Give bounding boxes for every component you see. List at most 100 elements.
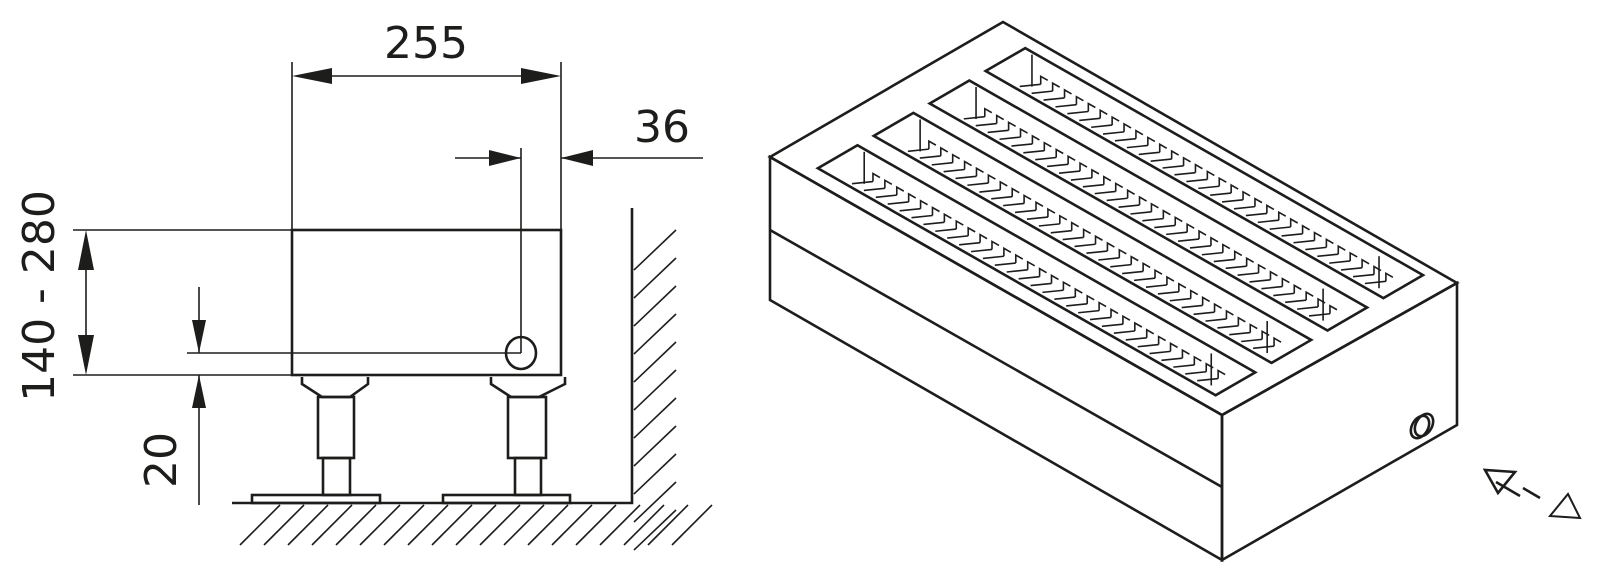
fin-edge [1266,204,1275,214]
fin-edge [1075,95,1084,105]
fin [1042,289,1064,294]
fin [1193,311,1215,316]
arrow-head-left [292,68,332,84]
hatch-line [633,313,677,355]
arrow-head-right [521,68,561,84]
fin-edge [1257,263,1266,273]
fin [1113,330,1135,334]
hatch-line [335,504,377,546]
fin-edge [1038,267,1047,277]
foot-label: 20 [136,432,187,488]
hatch-line [633,341,677,383]
fin [1133,277,1156,282]
fin [975,122,997,127]
fin [1125,336,1147,341]
fin [987,129,1009,134]
grille-slots [815,46,1426,397]
fin-edge [1273,336,1282,347]
fin-edge [1193,355,1202,365]
fin [1173,364,1195,368]
fin [1074,243,1096,248]
fin-edge [1142,262,1151,272]
fin [875,194,897,199]
fin [1297,306,1319,310]
fin [1261,285,1283,290]
fin-edge [1206,170,1215,180]
grille-slot [983,46,1426,300]
fin [1078,309,1100,314]
fin-edge [1122,314,1131,325]
fin [1082,183,1104,188]
fin [1030,282,1052,287]
fin [1014,209,1037,214]
fin [1114,137,1137,142]
fin-edge [1138,195,1147,206]
fin-edge [928,139,937,150]
fin-edge [1154,268,1163,279]
fin-edge [1135,129,1144,139]
fin-edge [1019,127,1028,138]
fin-edge [895,185,905,196]
height-label: 140 - 280 [14,190,65,402]
fin [1329,260,1351,264]
hatch-line [671,504,713,546]
fin-edge [1385,271,1394,282]
fin [1229,331,1251,336]
side-view: 255 36 140 - 280 20 [14,18,713,551]
fin-edge [1134,321,1143,331]
fin [1150,158,1172,163]
fin [1142,217,1164,222]
fin [1186,178,1208,183]
fin-edge [1082,228,1092,238]
fin-edge [1070,221,1080,231]
hatch-line [633,509,677,551]
fin-edge [943,212,952,223]
fin [947,235,969,239]
fin-edge [995,114,1005,124]
fin [1106,197,1128,202]
fin-edge [1373,265,1382,275]
fin [1154,224,1176,229]
fin-edge [1245,256,1255,267]
hatch-line [527,504,569,546]
fin [1011,143,1033,147]
fin-edge [1170,149,1180,160]
fin [1269,226,1291,230]
leg-right [441,377,572,505]
fin-edge [1079,161,1088,172]
fin [1089,316,1112,321]
fin [1101,323,1123,328]
fin [1066,303,1088,307]
hatch-line [431,504,473,546]
fin-edge [1242,190,1251,200]
hatch-line [623,504,665,546]
fin [1157,291,1179,295]
fin-edge [1039,74,1049,85]
fin-edge [1189,289,1199,299]
fin-edge [1169,342,1178,352]
fin [1189,245,1212,249]
panel-seam [769,228,1223,489]
fin [1086,250,1108,254]
fin-edge [975,166,984,177]
grille-slot [871,111,1314,365]
fin [1293,239,1315,244]
hatch-line [575,504,617,546]
fin-edge [1014,253,1024,264]
fin-edge [1162,209,1171,219]
fin-edge [872,172,881,182]
fin [1217,324,1239,329]
fin [1205,318,1227,322]
fin-edge [1205,362,1214,372]
fin [1162,165,1184,169]
fin [959,241,981,246]
fin [1161,357,1183,362]
fin-edge [1301,224,1310,234]
fin-edge [1186,222,1195,233]
fin-edge [1305,290,1314,301]
fin [991,195,1013,200]
fin-edge [999,180,1008,190]
fin-edge [1277,210,1287,221]
fin [935,228,957,233]
